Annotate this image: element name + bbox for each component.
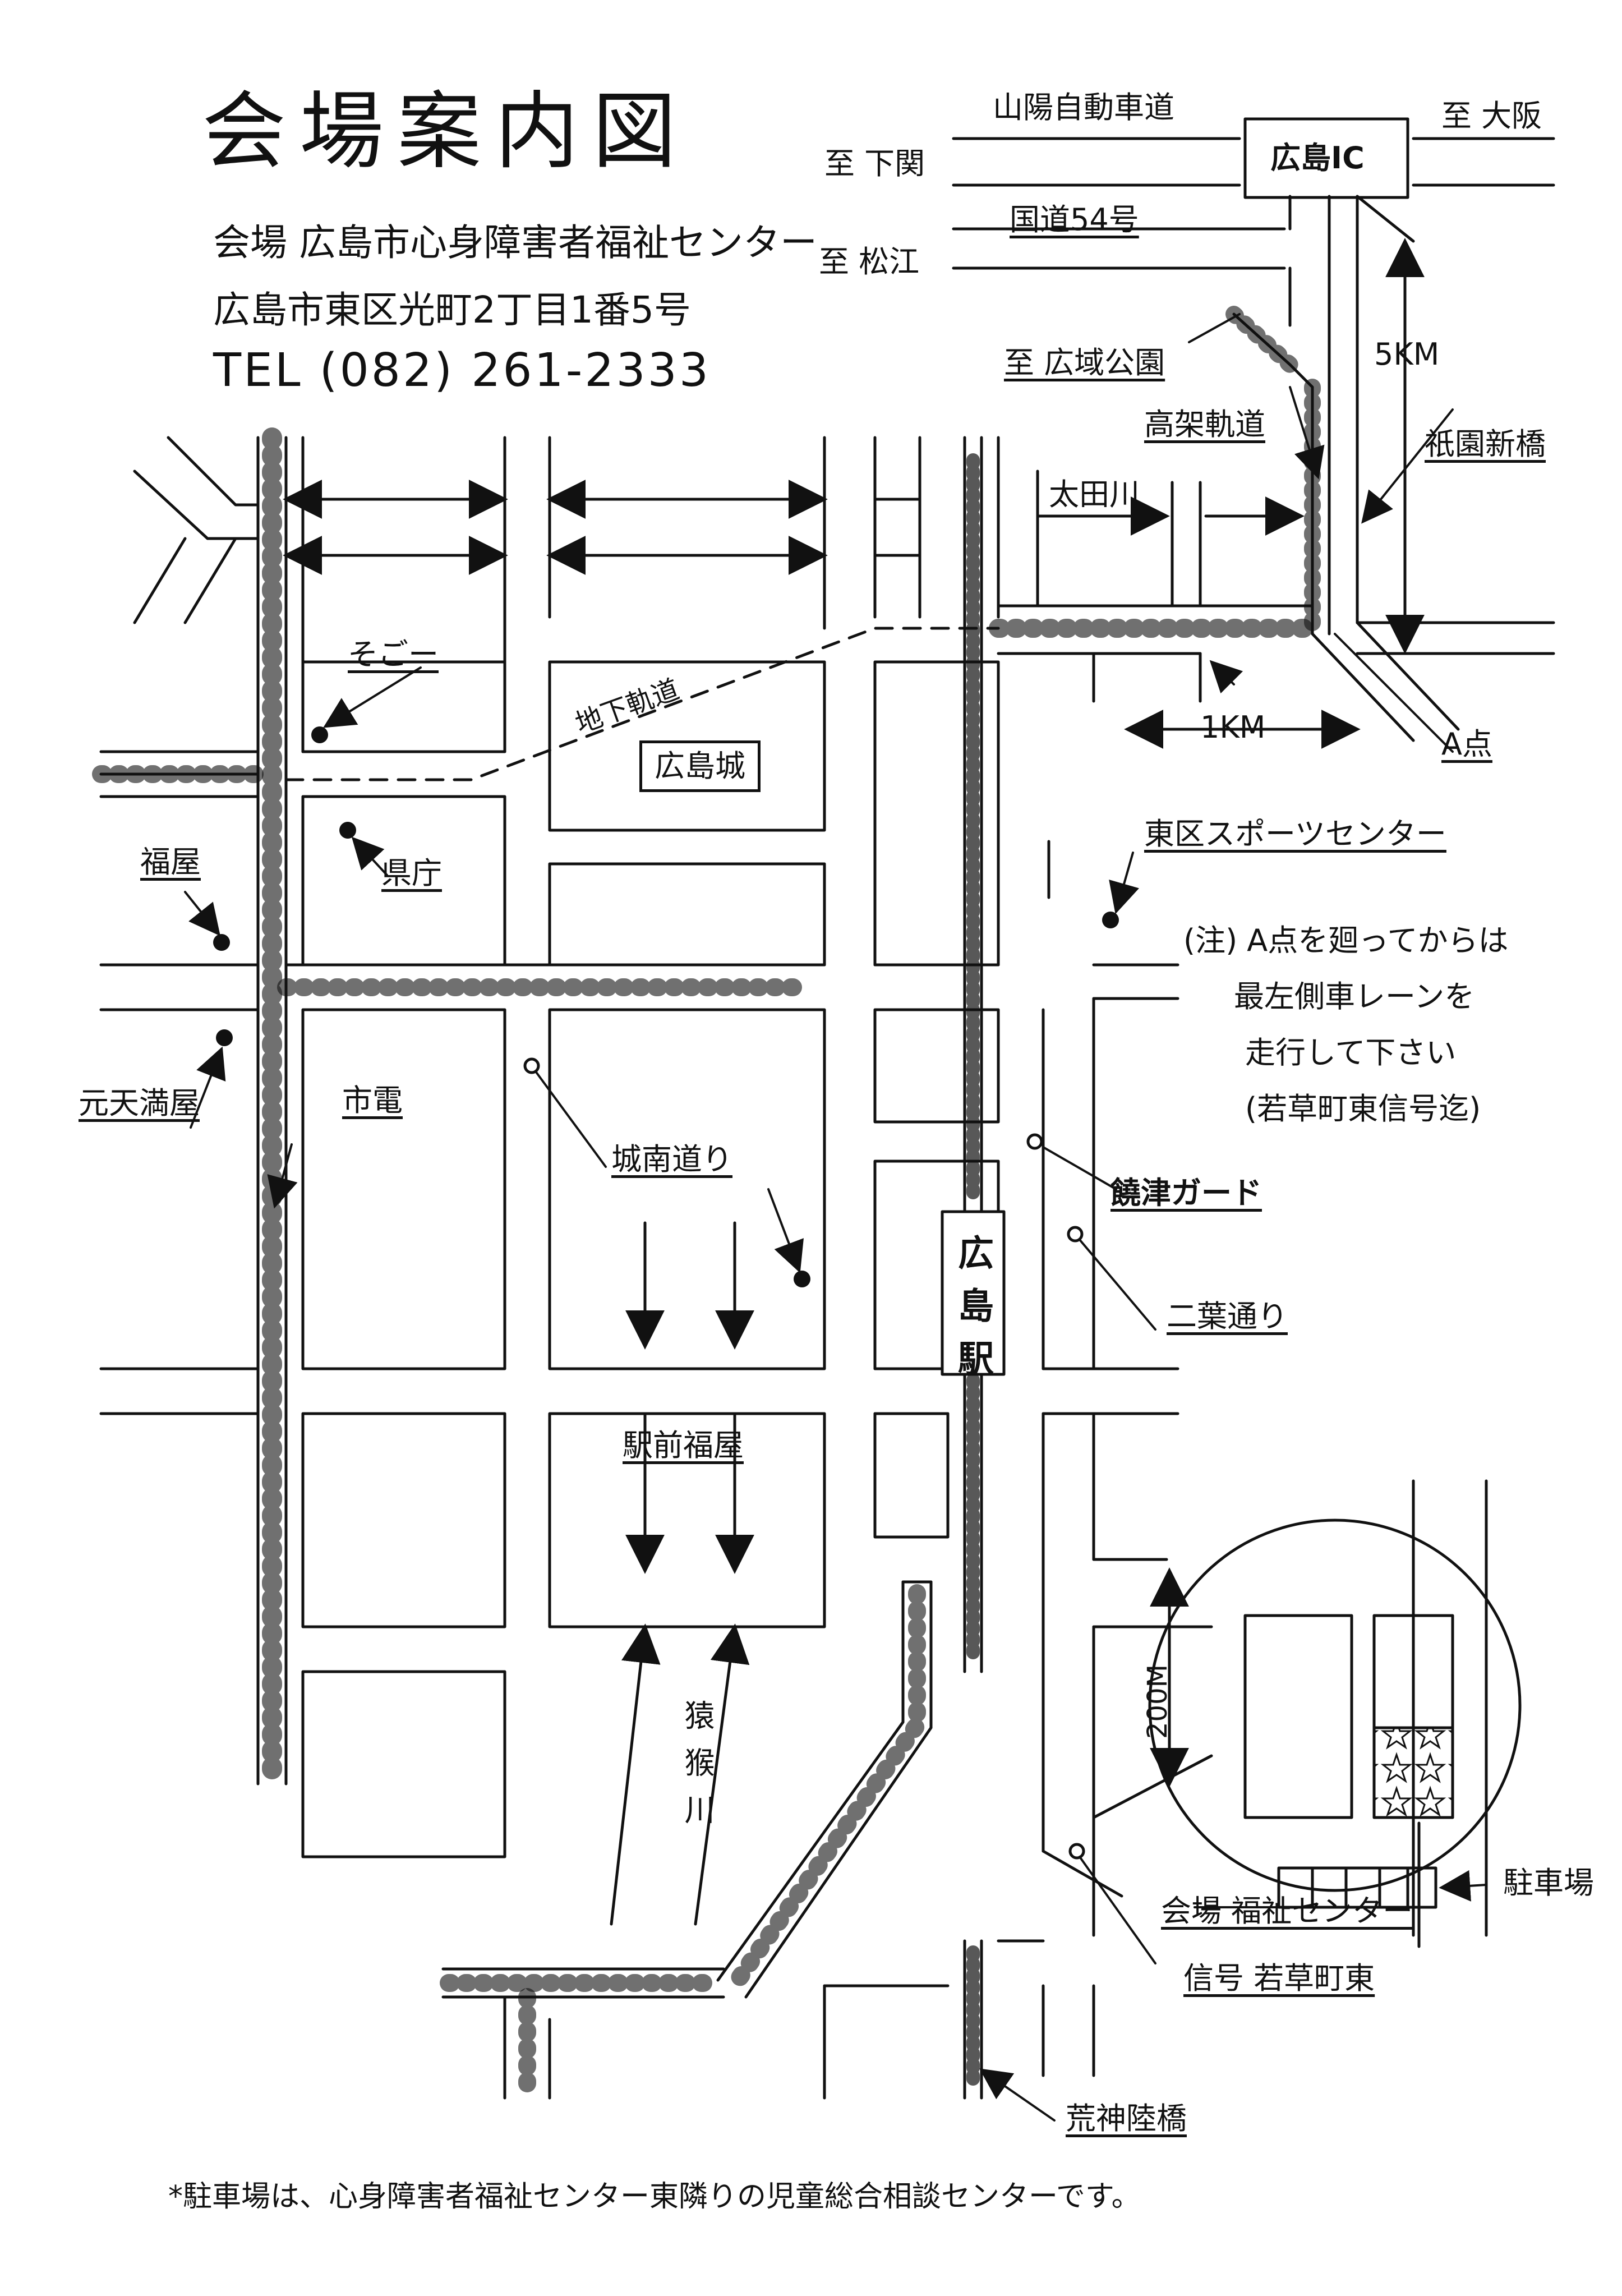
signal-markers: [523, 1057, 1085, 1860]
label-five-km: 5KM: [1374, 337, 1440, 372]
label-parking: 駐車場: [1503, 1865, 1594, 1901]
label-two-hundred-m: 200M: [1142, 1664, 1173, 1739]
label-sanyo-expressway: 山陽自動車道: [993, 90, 1174, 125]
western-tram-street: [256, 427, 288, 1794]
label-jonan-dori: 城南道り: [611, 1142, 732, 1177]
upper-east-road: [989, 604, 1555, 899]
label-hiroshima-ic: 広島IC: [1270, 140, 1365, 176]
note-line-2: 最左側車レーンを: [1234, 979, 1475, 1014]
north-west-roads: [133, 436, 260, 624]
label-to-shimonoseki: 至 下関: [824, 146, 925, 181]
subway-line: [284, 627, 1000, 781]
label-to-koiki-park: 至 広域公園: [1004, 345, 1165, 380]
label-route-54: 国道54号: [1010, 202, 1139, 237]
hiroshima-station-box: [941, 1210, 1006, 1376]
label-moto-tenmaya: 元天満屋: [79, 1085, 200, 1121]
note-line-1: (注) A点を廻ってからは: [1183, 923, 1509, 958]
leader-lines: [184, 313, 1487, 2122]
page-title: 会場案内図: [202, 83, 690, 181]
east-grid: [1042, 997, 1488, 2077]
label-hiroshima-castle: 広島城: [639, 740, 761, 792]
note-line-4: (若草町東信号迄): [1245, 1091, 1481, 1126]
venue-building: [1372, 1726, 1454, 1819]
label-to-osaka: 至 大阪: [1441, 98, 1542, 134]
note-line-3: 走行して下さい: [1245, 1035, 1457, 1070]
label-elevated-rail: 高架軌道: [1144, 407, 1265, 442]
venue-phone: TEL (082) 261-2333: [213, 344, 711, 397]
label-one-km: 1KM: [1200, 710, 1266, 745]
label-arakami-bridge: 荒神陸橋: [1066, 2101, 1187, 2136]
label-venue-center: 会場 福祉センター: [1161, 1893, 1413, 1929]
sanyo-expressway-road: [952, 137, 1555, 187]
label-sogo: そごー: [348, 637, 439, 672]
jr-rail-line: [963, 436, 983, 2100]
label-streetcar: 市電: [342, 1083, 403, 1118]
parking-lot: [1277, 1821, 1437, 1948]
footer-note: *駐車場は、心身障害者福祉センター東隣りの児童総合相談センターです。: [168, 2180, 1141, 2214]
label-ekimae-fukuya: 駅前福屋: [623, 1428, 744, 1463]
five-km-dimension: [1356, 195, 1425, 654]
north-river-crossing: [283, 480, 921, 575]
label-higashi-sports-center: 東区スポーツセンター: [1144, 816, 1446, 852]
venue-zoom-circle: [1148, 1519, 1522, 1892]
label-to-matsue: 至 松江: [819, 244, 920, 279]
label-prefectural-office: 県庁: [381, 855, 442, 891]
route-54-road: [952, 195, 1359, 636]
label-enko-river: 猿猴川: [679, 1700, 715, 1841]
label-point-a: A点: [1441, 726, 1492, 762]
enko-river: [610, 1623, 750, 1926]
label-fukuya: 福屋: [140, 844, 201, 880]
label-signal-wakakusa: 信号 若草町東: [1183, 1961, 1375, 1996]
southern-tram: [440, 1939, 1045, 2107]
label-futaba-dori: 二葉通り: [1167, 1299, 1288, 1334]
label-hiroshima-station: 広島駅: [952, 1234, 993, 1392]
hiroshima-ic-box: [1243, 117, 1409, 199]
southeast-tram: [716, 1580, 933, 1999]
elevated-rail: [1225, 306, 1321, 642]
vertical-streets: [301, 436, 1202, 753]
label-ota-river: 太田川: [1049, 477, 1140, 512]
landmark-dots: [213, 726, 1119, 1287]
venue-name: 会場 広島市心身障害者福祉センター: [213, 221, 817, 264]
venue-address: 広島市東区光町2丁目1番5号: [213, 288, 691, 332]
label-kagamitsu-guard: 饒津ガード: [1110, 1175, 1262, 1211]
ota-river-lines: [1036, 481, 1305, 608]
label-gion-bridge: 祇園新橋: [1425, 426, 1546, 462]
